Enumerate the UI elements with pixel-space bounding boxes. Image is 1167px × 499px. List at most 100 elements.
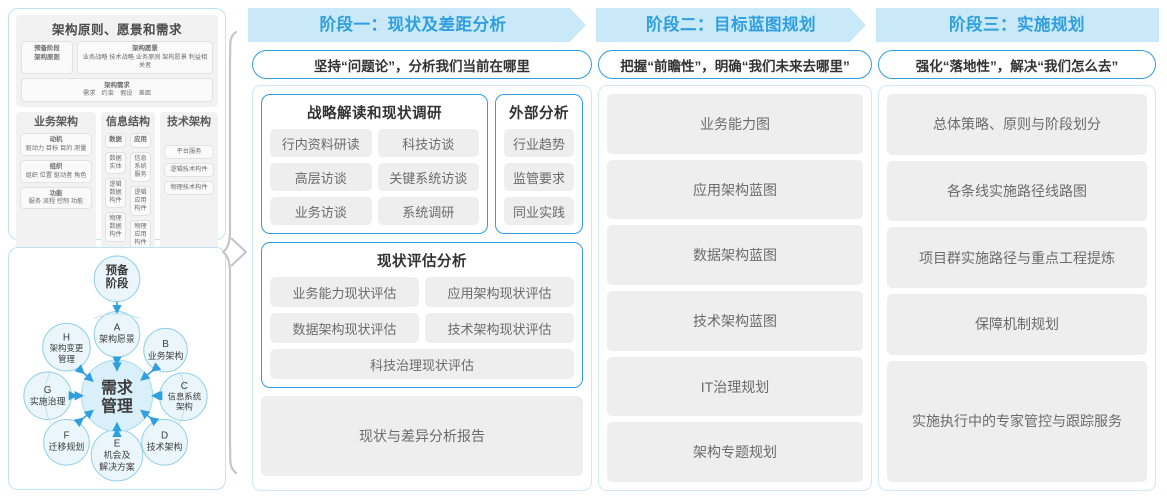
logical-data-item: 逻辑数据构件 (105, 177, 126, 209)
prelim-vision-row: 预备阶段 架构原则 架构愿景 业务战略 技术战略 业务原则 架构愿景 利益相关者 (21, 41, 213, 74)
list-item[interactable]: 监管要求 (504, 163, 574, 191)
chevron-right-icon-1 (570, 8, 596, 42)
phase-1-report-item[interactable]: 现状与差异分析报告 (261, 396, 583, 476)
list-item[interactable]: 各条线实施路径线路图 (887, 160, 1147, 222)
application-subcolumn: 应用 信息系统服务 逻辑应用构件 物理应用构件 (130, 133, 151, 251)
adm-node-d (141, 419, 188, 466)
adm-h-key: H (63, 332, 70, 343)
adm-prelim-line1: 预备 (106, 263, 129, 277)
adm-f-label: 迁移规划 (49, 441, 85, 452)
technology-architecture-items: 平台服务 逻辑技术构件 物理技术构件 (164, 145, 214, 196)
physical-technology-item: 物理技术构件 (164, 181, 214, 196)
organization-group: 组织 组织 位置 驱动者 角色 (20, 159, 92, 183)
list-item[interactable]: 业务访谈 (270, 197, 372, 225)
adm-a-key: A (114, 322, 121, 333)
list-item[interactable]: 项目群实施路径与重点工程提炼 (887, 227, 1147, 289)
phase-2-band (596, 8, 875, 42)
adm-e-label2: 解决方案 (99, 461, 135, 472)
adm-g-label: 实施治理 (30, 396, 66, 407)
adm-node-b (143, 327, 188, 373)
architecture-principles-label: 架构原则 (34, 53, 60, 61)
adm-c-label1: 信息系统 (168, 392, 202, 402)
adm-b-key: B (162, 339, 169, 350)
list-item[interactable]: 数据架构现状评估 (270, 313, 419, 343)
list-item[interactable]: IT治理规划 (607, 356, 863, 417)
list-item[interactable]: 科技访谈 (377, 129, 479, 157)
list-item[interactable]: 数据架构蓝图 (607, 225, 863, 286)
architecture-requirements-title: 架构需求 (104, 81, 130, 89)
information-structure-subcolumns: 数据 数据实体 逻辑数据构件 物理数据构件 (105, 133, 151, 251)
physical-data-item: 物理数据构件 (105, 212, 126, 243)
list-item[interactable]: 实施执行中的专家管控与跟踪服务 (887, 360, 1147, 483)
list-item[interactable]: 业务能力现状评估 (270, 277, 419, 307)
adm-e-key: E (114, 438, 121, 449)
adm-cycle-diagram: 预备 阶段 A 架构愿景 B 业务架构 C 信息系统 架构 D 技术架构 E 机… (23, 255, 208, 482)
phase-2-items: 业务能力图 应用架构蓝图 数据架构蓝图 技术架构蓝图 IT治理规划 架构专题规划 (607, 94, 863, 483)
adm-d-label: 技术架构 (147, 441, 183, 452)
architecture-vision-box: 架构愿景 业务战略 技术战略 业务原则 架构愿景 利益相关者 (77, 41, 213, 74)
business-architecture-title: 业务架构 (34, 116, 78, 129)
architecture-principles-section: 架构原则、愿景和需求 预备阶段 架构原则 架构愿景 业务战略 技术战略 业务原则… (16, 15, 218, 108)
strategy-research-card: 战略解读和现状调研 行内资料研读 科技访谈 高层访谈 关键系统访谈 业务访谈 系… (261, 94, 488, 234)
architecture-requirements-box: 架构需求 需求 约束 假设 差距 (21, 77, 213, 103)
motivation-items: 驱动力 目标 目的 测量 (25, 144, 87, 152)
adm-center-line1: 需求 (101, 378, 133, 397)
list-item[interactable]: 技术架构现状评估 (425, 313, 574, 343)
function-title: 功能 (49, 189, 63, 197)
phase-3-subtitle-pill: 强化“落地性”，解决“我们怎么去” (878, 50, 1156, 79)
phase-1-subtitle-pill: 坚持“问题论”，分析我们当前在哪里 (252, 50, 592, 79)
preliminary-phase-label: 预备阶段 (34, 45, 60, 52)
strategy-research-title: 战略解读和现状调研 (307, 106, 442, 122)
adm-h-label2: 管理 (58, 354, 75, 364)
platform-service-item: 平台服务 (164, 145, 214, 160)
list-item[interactable]: 关键系统访谈 (377, 163, 479, 191)
technology-architecture-column: 技术架构 平台服务 逻辑技术构件 物理技术构件 (160, 112, 218, 255)
logical-application-item: 逻辑应用构件 (130, 186, 151, 217)
phase-1-top-row: 战略解读和现状调研 行内资料研读 科技访谈 高层访谈 关键系统访谈 业务访谈 系… (261, 94, 583, 234)
technology-architecture-title: 技术架构 (167, 116, 211, 129)
adm-c-label2: 架构 (176, 402, 193, 412)
adm-node-f (43, 419, 90, 466)
list-item[interactable]: 系统调研 (377, 197, 479, 225)
brace-connector-icon (222, 30, 248, 475)
phase-3-panel: 总体策略、原则与阶段划分 各条线实施路径线路图 项目群实施路径与重点工程提炼 保… (878, 85, 1156, 491)
list-item[interactable]: 行内资料研读 (270, 129, 372, 157)
data-header: 数据 (105, 133, 126, 148)
organization-items: 组织 位置 驱动者 角色 (25, 171, 87, 179)
list-item[interactable]: 行业趋势 (504, 129, 574, 157)
application-header: 应用 (130, 133, 151, 148)
adm-b-label: 业务架构 (148, 350, 184, 361)
adm-node-h (42, 322, 91, 372)
togaf-framework-card: 架构原则、愿景和需求 预备阶段 架构原则 架构愿景 业务战略 技术战略 业务原则… (8, 8, 226, 301)
information-system-service-item: 信息系统服务 (130, 151, 151, 183)
phase-3-title: 阶段三：实施规划 (949, 16, 1085, 34)
phase-2-subtitle-pill: 把握“前瞻性”，明确“我们未来去哪里” (598, 50, 872, 79)
phase-3-items: 总体策略、原则与阶段划分 各条线实施路径线路图 项目群实施路径与重点工程提炼 保… (887, 94, 1147, 483)
list-item[interactable]: 保障机制规划 (887, 294, 1147, 355)
adm-e-label1: 机会及 (104, 449, 131, 460)
adm-cycle-card: 预备 阶段 A 架构愿景 B 业务架构 C 信息系统 架构 D 技术架构 E 机… (8, 247, 226, 490)
logical-technology-item: 逻辑技术构件 (164, 163, 214, 178)
preliminary-phase-box: 预备阶段 架构原则 (21, 41, 73, 74)
list-item[interactable]: 技术架构蓝图 (607, 291, 863, 351)
function-items: 服务 流程 控制 功能 (28, 198, 84, 206)
list-item[interactable]: 业务能力图 (607, 94, 863, 154)
current-state-assessment-card: 现状评估分析 业务能力现状评估 应用架构现状评估 数据架构现状评估 技术架构现状… (261, 242, 583, 388)
adm-g-key: G (44, 385, 52, 396)
business-architecture-column: 业务架构 动机 驱动力 目标 目的 测量 组织 组织 位置 驱动者 角色 功能 (16, 112, 96, 255)
list-item[interactable]: 应用架构蓝图 (607, 159, 863, 220)
list-item[interactable]: 高层访谈 (270, 163, 372, 191)
business-architecture-groups: 动机 驱动力 目标 目的 测量 组织 组织 位置 驱动者 角色 功能 服务 流程… (20, 133, 92, 210)
phase-2-title: 阶段二：目标蓝图规划 (646, 16, 816, 34)
list-item[interactable]: 科技治理现状评估 (270, 349, 574, 379)
list-item[interactable]: 应用架构现状评估 (425, 277, 574, 307)
external-analysis-items: 行业趋势 监管要求 同业实践 (504, 129, 574, 225)
phase-1-panel: 战略解读和现状调研 行内资料研读 科技访谈 高层访谈 关键系统访谈 业务访谈 系… (252, 85, 592, 491)
list-item[interactable]: 总体策略、原则与阶段划分 (887, 94, 1147, 155)
current-state-assessment-title: 现状评估分析 (377, 254, 467, 270)
external-analysis-title: 外部分析 (509, 106, 569, 122)
architecture-vision-items: 业务战略 技术战略 业务原则 架构愿景 利益相关者 (82, 53, 208, 69)
list-item[interactable]: 架构专题规划 (607, 422, 863, 483)
list-item[interactable]: 同业实践 (504, 197, 574, 225)
